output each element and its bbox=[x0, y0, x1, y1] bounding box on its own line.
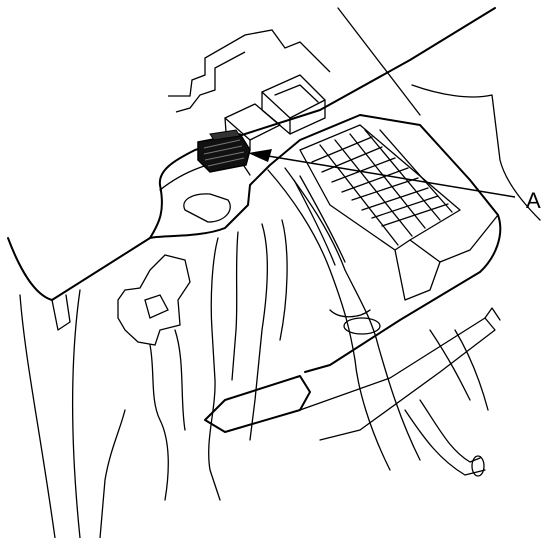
dashboard-edge bbox=[7, 7, 496, 301]
callout-leader bbox=[248, 149, 516, 198]
wire-harness bbox=[267, 167, 421, 471]
lower-pipe bbox=[404, 329, 489, 477]
lower-cross-member bbox=[204, 307, 501, 441]
relay-block bbox=[261, 74, 326, 135]
dashboard-lower-edge bbox=[51, 294, 71, 331]
upper-bracket-inner bbox=[175, 51, 246, 113]
fuse-box bbox=[149, 114, 502, 373]
support-bracket bbox=[208, 219, 288, 501]
left-panel-inner bbox=[71, 289, 81, 538]
right-trim bbox=[411, 84, 541, 221]
lower-floor-outline bbox=[99, 409, 126, 538]
diagonal-edge bbox=[337, 7, 421, 116]
fuse-grid bbox=[299, 124, 461, 251]
left-panel-edge bbox=[19, 294, 56, 538]
callout-label-a: A bbox=[526, 188, 541, 213]
connector-a bbox=[197, 129, 251, 173]
upper-bracket bbox=[168, 29, 331, 97]
left-relay-cluster bbox=[117, 254, 191, 501]
